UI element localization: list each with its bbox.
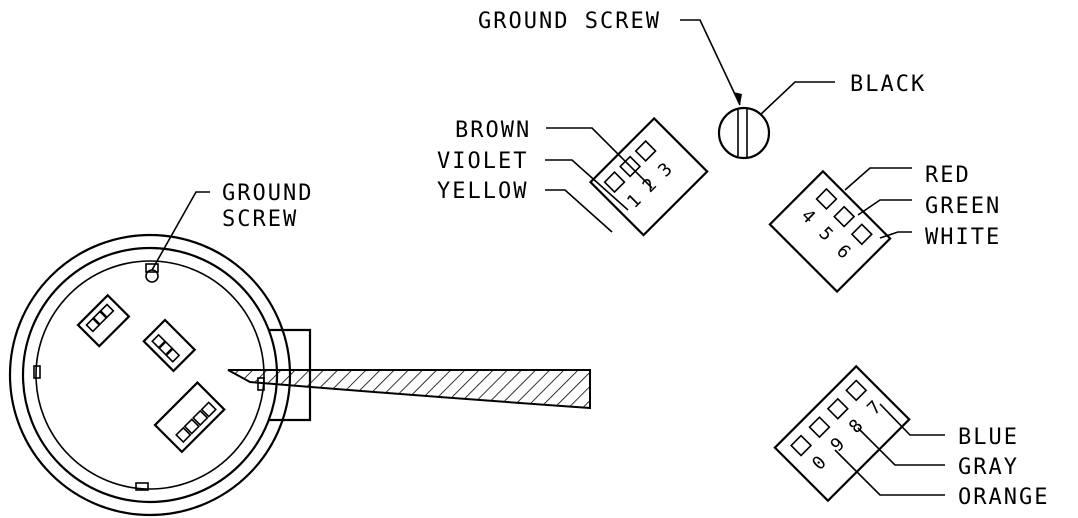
terminal-8-icon [826, 397, 849, 420]
terminal-block-c: 0 9 8 7 [773, 364, 911, 503]
terminal-6-icon [850, 223, 873, 246]
white-leader [879, 231, 912, 239]
yellow-label: YELLOW [437, 179, 528, 204]
terminal-7-icon [845, 379, 868, 402]
brown-label: BROWN [455, 118, 531, 143]
terminal-0-icon [790, 434, 813, 457]
internal-block-1 [76, 293, 131, 348]
internal-block-3 [153, 381, 226, 454]
blue-leader [879, 403, 945, 436]
terminal-7-number: 7 [863, 397, 886, 420]
red-leader [844, 167, 912, 191]
housing [8, 233, 591, 517]
black-label: BLACK [850, 72, 926, 97]
terminal-4-icon [815, 187, 838, 210]
yellow-leader [545, 189, 613, 233]
blue-label: BLUE [958, 425, 1019, 450]
black-leader [759, 81, 835, 116]
orange-leader [834, 449, 945, 496]
ground-screw-top-label: GROUND SCREW [478, 9, 661, 34]
red-label: RED [925, 163, 971, 188]
internal-block-2 [142, 318, 197, 373]
ground-screw-icon [717, 106, 771, 160]
gray-leader [857, 427, 945, 466]
ground-screw-left-leader [151, 191, 210, 271]
terminal-5-number: 5 [814, 223, 837, 246]
violet-leader [545, 159, 629, 211]
terminal-3-number: 3 [654, 159, 677, 182]
green-label: GREEN [925, 194, 1001, 219]
green-leader [857, 199, 912, 216]
terminal-5-icon [833, 205, 856, 228]
gray-label: GRAY [958, 455, 1019, 480]
terminal-9-icon [808, 416, 831, 439]
terminal-3-icon [634, 139, 657, 162]
terminal-block-b: 4 5 6 [768, 169, 892, 294]
terminal-block-a: 1 2 3 [588, 116, 709, 237]
terminal-1-icon [603, 171, 626, 194]
arrow-icon [733, 92, 742, 105]
ground-screw-top-leader [680, 19, 741, 106]
ground-screw-left-label-1: GROUND [222, 181, 313, 206]
violet-label: VIOLET [437, 149, 528, 174]
orange-label: ORANGE [958, 485, 1049, 510]
terminal-4-number: 4 [797, 205, 820, 228]
cable-icon [227, 369, 591, 410]
terminal-6-number: 6 [832, 241, 855, 264]
white-label: WHITE [925, 225, 1001, 250]
brown-leader [546, 127, 653, 189]
ground-screw-left-label-2: SCREW [222, 207, 298, 232]
terminal-0-number: 0 [808, 452, 831, 475]
